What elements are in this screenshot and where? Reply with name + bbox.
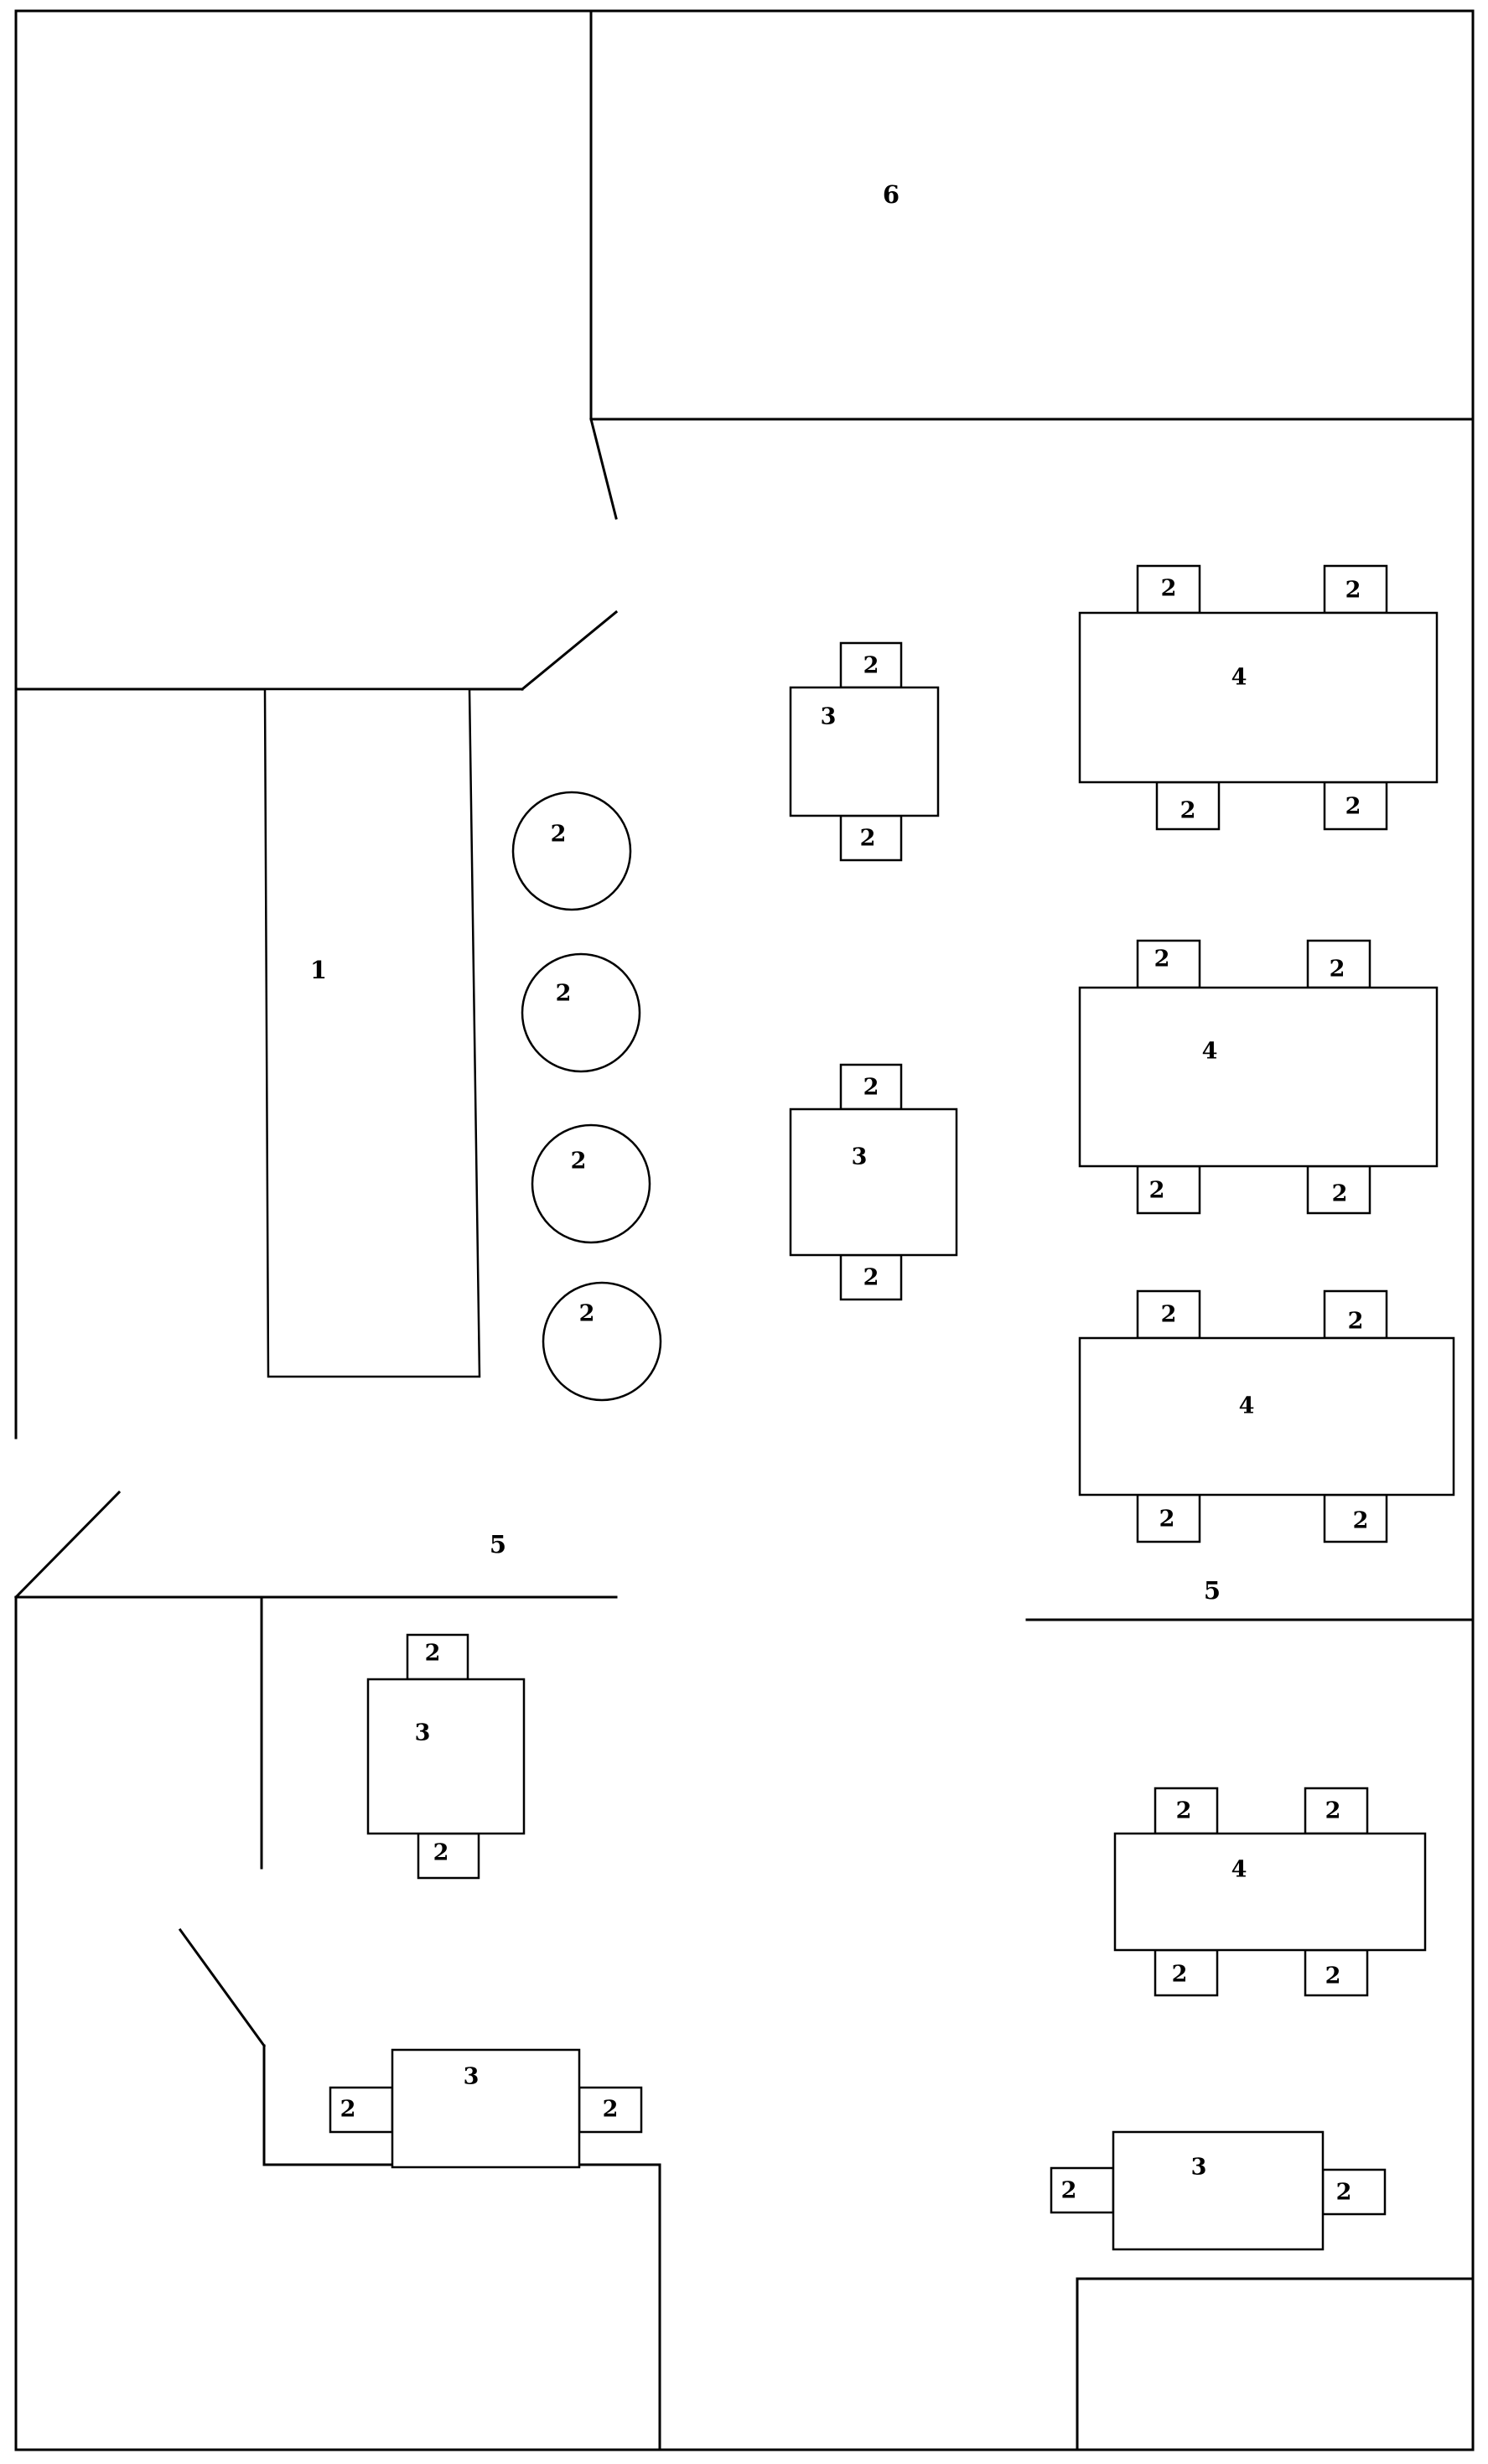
bar-stools: 2 2 2 2 (511, 791, 662, 1402)
long-table: 2 2 2 2 4 (1078, 1289, 1455, 1543)
chair (578, 2086, 643, 2134)
seat-label: 2 (1332, 1181, 1348, 1207)
chair (1321, 2168, 1387, 2216)
chair (1304, 1948, 1369, 1997)
table-top (789, 686, 940, 817)
chair (1154, 1948, 1219, 1997)
seat-label: 2 (863, 653, 879, 679)
seat-label: 2 (1353, 1508, 1369, 1534)
small-table-label: 3 (821, 704, 837, 730)
seat-label: 2 (1345, 578, 1361, 604)
small-table: 2 2 3 (789, 1063, 958, 1301)
bar-stool-seat (542, 1281, 662, 1402)
chair (1323, 1289, 1388, 1340)
bar-stool: 2 (531, 1123, 651, 1244)
bar-stool: 2 (511, 791, 632, 911)
small-tables: 2 2 3 2 2 3 2 2 3 2 2 3 (329, 641, 1387, 2251)
small-table-label: 3 (1191, 2155, 1207, 2181)
lower-left-door-jamb (13, 1490, 122, 1600)
seat-label: 2 (1061, 2178, 1077, 2204)
seat-label: 2 (556, 981, 572, 1007)
small-table: 2 2 3 (366, 1633, 526, 1880)
bar-stool-seat (521, 952, 641, 1073)
chair (1306, 939, 1371, 989)
table-top (1112, 2130, 1325, 2251)
small-table: 2 2 3 (1050, 2130, 1387, 2251)
seat-label: 2 (1159, 1507, 1175, 1533)
room6-door-jamb (589, 418, 618, 520)
chair (1306, 1165, 1371, 1215)
long-table-label: 4 (1231, 665, 1247, 691)
seat-label: 2 (571, 1149, 587, 1175)
bottom-left-room-slant (178, 1927, 267, 2048)
seat-label: 2 (860, 826, 876, 852)
table-top (789, 1108, 958, 1257)
seat-label: 2 (1325, 1798, 1341, 1824)
small-table-label: 3 (464, 2064, 480, 2090)
long-table-label: 4 (1231, 1857, 1247, 1883)
long-table-label: 4 (1239, 1393, 1255, 1419)
chair (1304, 1787, 1369, 1835)
chair (1323, 781, 1388, 831)
chair (1154, 1787, 1219, 1835)
table-top (1078, 1336, 1455, 1497)
seat-label: 2 (1345, 794, 1361, 820)
long-table-label: 4 (1202, 1039, 1218, 1065)
chair (839, 1063, 903, 1111)
seat-label: 2 (1336, 2180, 1352, 2206)
seat-label: 2 (863, 1265, 879, 1291)
seat-label: 2 (1330, 957, 1345, 983)
bar-stool-seat (511, 791, 632, 911)
chair (1136, 939, 1201, 989)
long-tables: 2 2 2 2 4 2 2 2 2 4 2 2 2 (1078, 564, 1455, 1997)
table-top (1113, 1832, 1427, 1952)
seat-label: 2 (1161, 1302, 1177, 1328)
chair (1136, 1165, 1201, 1215)
upper-left-room-door-jamb (520, 610, 619, 692)
small-table: 2 2 3 (789, 641, 940, 862)
long-table: 2 2 2 2 4 (1078, 564, 1439, 831)
table-top (391, 2048, 581, 2169)
seat-label: 2 (1154, 947, 1170, 973)
chair (839, 1253, 903, 1301)
small-table-label: 3 (852, 1144, 868, 1170)
seat-label: 2 (579, 1301, 595, 1327)
bar-stool-seat (531, 1123, 651, 1244)
seat-label: 2 (863, 1075, 879, 1101)
seat-label: 2 (433, 1840, 449, 1866)
seat-label: 2 (1172, 1962, 1188, 1988)
seat-label: 2 (1348, 1309, 1364, 1335)
counter: 1 (263, 687, 481, 1378)
counter-label: 1 (310, 956, 327, 984)
small-table: 2 2 3 (329, 2048, 643, 2169)
chair (1050, 2166, 1115, 2214)
chair (1323, 564, 1388, 615)
walls (13, 9, 1475, 2451)
seat-label: 2 (340, 2097, 356, 2123)
seat-label: 2 (1161, 576, 1177, 602)
small-table-label: 3 (415, 1720, 431, 1746)
partition-5-label-right: 5 (1204, 1576, 1221, 1605)
bar-stool: 2 (521, 952, 641, 1073)
seat-label: 2 (1180, 798, 1196, 824)
table-top (366, 1678, 526, 1835)
long-table: 2 2 2 2 4 (1078, 939, 1439, 1215)
table-top (1078, 611, 1439, 784)
table-top (1078, 986, 1439, 1168)
seat-label: 2 (1325, 1963, 1341, 1989)
seat-label: 2 (551, 822, 567, 848)
bar-stool: 2 (542, 1281, 662, 1402)
chair (1136, 564, 1201, 615)
chair (329, 2086, 394, 2134)
chair (1136, 1493, 1201, 1543)
seat-label: 2 (1176, 1798, 1192, 1824)
counter-shape (263, 687, 481, 1378)
long-table: 2 2 2 2 4 (1113, 1787, 1427, 1997)
seat-label: 2 (603, 2097, 619, 2123)
seat-label: 2 (425, 1641, 441, 1667)
partition-5-label-left: 5 (490, 1530, 506, 1559)
seat-label: 2 (1149, 1178, 1165, 1204)
room-6-label: 6 (883, 180, 900, 209)
